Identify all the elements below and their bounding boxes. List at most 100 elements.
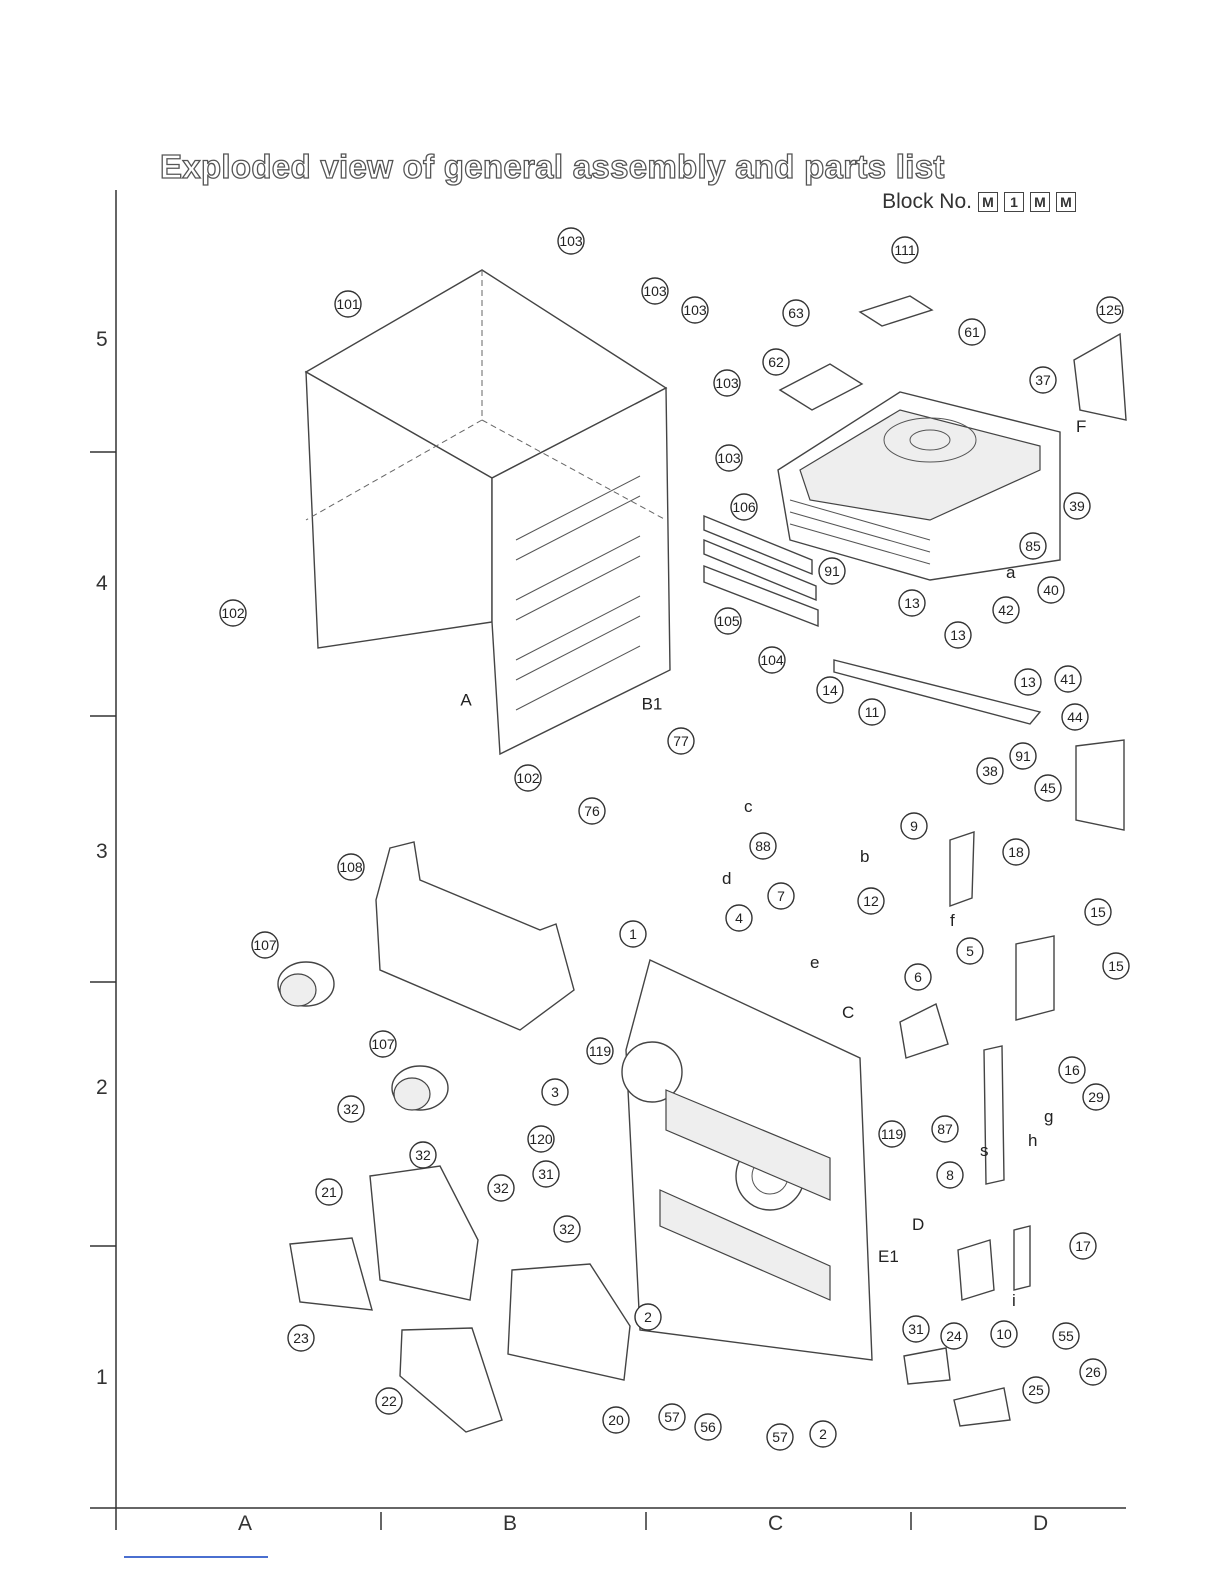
svg-text:10: 10 [996,1326,1012,1342]
svg-text:11: 11 [865,704,880,720]
row-label-4: 4 [96,572,108,595]
callout-44: 44 [1061,703,1089,731]
callout-76: 76 [578,797,606,825]
tray-parts [289,1165,631,1433]
column-label-b: B [503,1512,518,1535]
callout-55: 55 [1052,1322,1080,1350]
svg-text:61: 61 [964,324,980,340]
footer-link-underline[interactable] [124,1556,268,1558]
callout-91: 91 [1009,742,1037,770]
svg-text:56: 56 [700,1419,716,1435]
row-label-5: 5 [96,328,108,351]
callout-32: 32 [487,1174,515,1202]
callout-12: 12 [857,887,885,915]
svg-text:7: 7 [777,888,785,904]
cd-mechanism-part [777,391,1061,581]
side-board-parts [899,332,1127,1427]
callout-2: 2 [634,1303,662,1331]
svg-text:57: 57 [664,1409,680,1425]
svg-text:39: 39 [1069,498,1085,514]
svg-text:15: 15 [1090,904,1106,920]
block-code-2: 1 [1004,192,1024,212]
svg-text:17: 17 [1075,1238,1091,1254]
callout-105: 105 [714,607,742,635]
svg-text:103: 103 [559,233,583,249]
callout-62: 62 [762,348,790,376]
callout-11: 11 [858,698,886,726]
knob-parts [277,961,449,1111]
callout-3: 3 [541,1078,569,1106]
svg-text:108: 108 [339,859,363,875]
callout-101: 101 [334,290,362,318]
svg-text:55: 55 [1058,1328,1074,1344]
svg-text:119: 119 [589,1043,612,1059]
svg-text:9: 9 [910,818,918,834]
svg-text:42: 42 [998,602,1014,618]
callout-23: 23 [287,1324,315,1352]
svg-text:102: 102 [516,770,540,786]
callout-42: 42 [992,596,1020,624]
callout-87: 87 [931,1115,959,1143]
svg-text:13: 13 [1020,674,1036,690]
callout-25: 25 [1022,1376,1050,1404]
svg-text:23: 23 [293,1330,309,1346]
svg-text:104: 104 [760,652,784,668]
svg-text:87: 87 [937,1121,953,1137]
row-label-3: 3 [96,840,108,863]
block-code-3: M [1030,192,1050,212]
callout-37: 37 [1029,366,1057,394]
svg-text:107: 107 [371,1036,395,1052]
column-label-a: A [238,1512,253,1535]
callout-31: 31 [902,1315,930,1343]
row-label-2: 2 [96,1076,108,1099]
svg-text:32: 32 [559,1221,575,1237]
svg-text:125: 125 [1098,302,1122,318]
callout-24: 24 [940,1322,968,1350]
bracket-14 [833,659,1042,725]
svg-text:A: A [460,691,472,710]
letter-label-d: d [722,869,731,888]
svg-text:38: 38 [982,763,998,779]
svg-text:26: 26 [1085,1364,1101,1380]
block-number-label: Block No. [882,190,972,213]
letter-label-b: b [860,847,869,866]
callout-88: 88 [749,832,777,860]
svg-text:85: 85 [1025,538,1041,554]
block-code-4: M [1056,192,1076,212]
callout-9: 9 [900,812,928,840]
callout-15: 15 [1084,898,1112,926]
letter-label-e: e [810,953,819,972]
holder-108 [375,841,575,1031]
column-label-c: C [768,1512,784,1535]
callout-103: 103 [681,296,709,324]
svg-text:120: 120 [529,1131,553,1147]
svg-text:2: 2 [644,1309,652,1325]
callout-111: 111 [891,236,919,264]
callout-4: 4 [725,904,753,932]
column-label-d: D [1033,1512,1049,1535]
svg-text:77: 77 [673,733,689,749]
svg-text:18: 18 [1008,844,1024,860]
svg-text:57: 57 [772,1429,788,1445]
callout-40: 40 [1037,576,1065,604]
callout-1: 1 [619,920,647,948]
svg-text:24: 24 [946,1328,962,1344]
callout-57: 57 [766,1423,794,1451]
svg-text:32: 32 [415,1147,431,1163]
callout-45: 45 [1034,774,1062,802]
callout-B1: B1 [642,695,663,714]
callout-102: 102 [514,764,542,792]
callout-31: 31 [532,1160,560,1188]
letter-label-f: f [950,911,955,930]
callout-108: 108 [337,853,365,881]
svg-text:B1: B1 [642,695,663,714]
svg-text:29: 29 [1088,1089,1104,1105]
callout-57: 57 [658,1403,686,1431]
page-title: Exploded view of general assembly and pa… [159,147,945,185]
cushion-parts [703,514,819,628]
callout-107: 107 [369,1030,397,1058]
callout-A: A [460,691,472,710]
callout-13: 13 [1014,668,1042,696]
